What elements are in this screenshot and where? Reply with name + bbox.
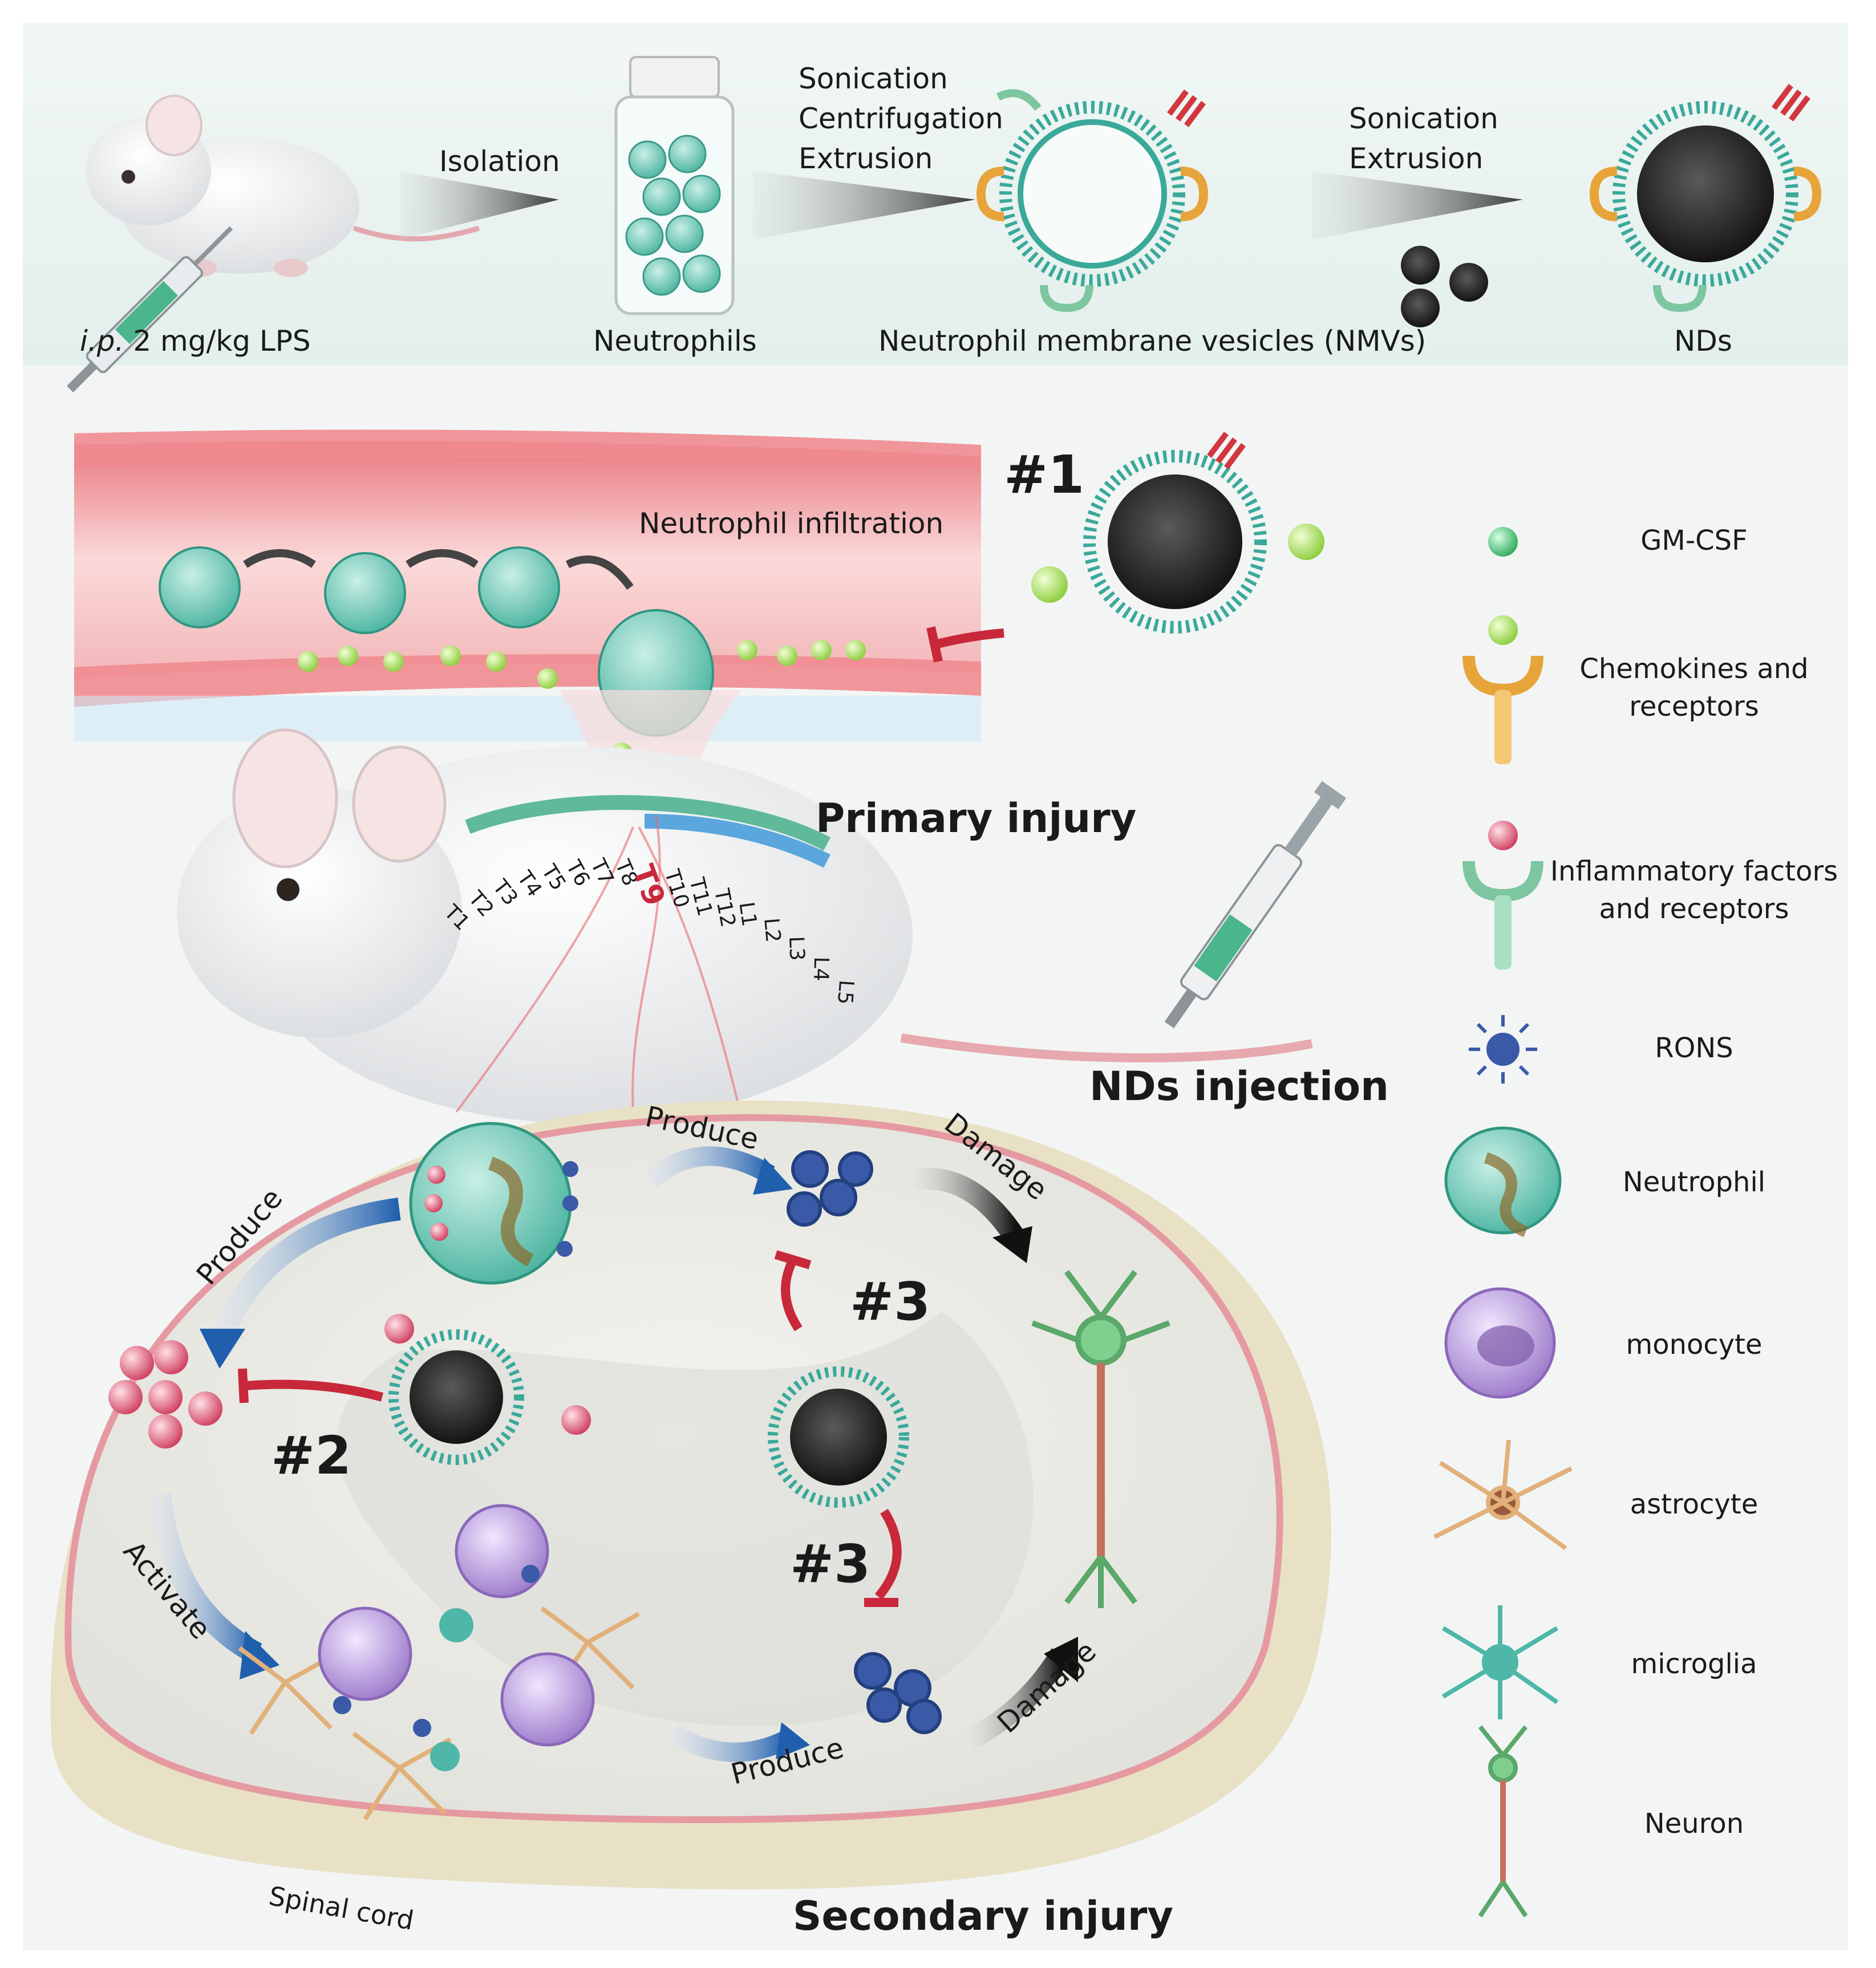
nd-in-vessel: [1031, 432, 1324, 634]
legend-icons: [1433, 527, 1573, 1918]
step3-line-2: Extrusion: [1349, 142, 1484, 175]
step3-line-1: Sonication: [1349, 102, 1498, 135]
inflammatory-receptor-icon: [1462, 821, 1543, 969]
isolation-label: Isolation: [439, 145, 560, 178]
nd-cord-center: [768, 1366, 909, 1508]
step2-line-1: Sonication: [799, 62, 948, 95]
inhibit-arrow-1: [934, 628, 1004, 649]
legend-neuron: Neuron: [1644, 1808, 1744, 1840]
donor-mouse: [86, 95, 480, 277]
neutrophil-icon: [1444, 1126, 1562, 1237]
secondary-injury-label: Secondary injury: [793, 1893, 1173, 1939]
injection-dose: 2 mg/kg LPS: [133, 324, 311, 358]
neuron-icon: [1478, 1725, 1528, 1918]
neutrophils-label: Neutrophils: [593, 324, 757, 358]
rons-icon: [1469, 1015, 1537, 1084]
legend-microglia: microglia: [1631, 1648, 1757, 1680]
mark-3a: #3: [850, 1271, 931, 1332]
primary-injury-label: Primary injury: [816, 795, 1137, 842]
nds-label: NDs: [1674, 324, 1732, 358]
legend-rons: RONS: [1655, 1032, 1733, 1064]
rolling-neutrophils: [159, 546, 714, 737]
vertebra-label: L1: [734, 900, 761, 928]
step2-line-3: Extrusion: [799, 142, 933, 175]
legend-monocyte: monocyte: [1626, 1329, 1762, 1361]
inhibit-bar-1: [926, 626, 943, 663]
damage-arrow-2: [965, 1648, 1071, 1749]
vertebra-label: L3: [784, 935, 809, 961]
produce-arrow-3: [668, 1725, 792, 1762]
coating-arrow: [1312, 171, 1523, 240]
glial-cluster: [238, 1504, 640, 1821]
produce-arrow-1: [643, 1146, 775, 1188]
nd-syringe: [1164, 781, 1347, 1029]
rons-cluster-2: [854, 1652, 942, 1734]
nmvs-label: Neutrophil membrane vesicles (NMVs): [878, 324, 1427, 358]
gm-csf-icon: [1488, 527, 1518, 557]
rolling-arrows: [243, 549, 634, 590]
inflammatory-factor-cluster: [108, 1314, 591, 1448]
cord-neutrophil: [409, 1122, 578, 1285]
legend-chemokines: Chemokines and receptors: [1579, 653, 1809, 723]
core-nanoparticles: [1401, 246, 1488, 327]
neutrophil-vial: [614, 56, 735, 315]
injection-route: i.p.: [80, 324, 124, 358]
legend-neutrophil: Neutrophil: [1622, 1166, 1766, 1198]
step2-line-2: Centrifugation: [799, 102, 1003, 135]
nmv-vesicle: [976, 89, 1209, 313]
nd-cord-left: [388, 1329, 524, 1465]
vertebra-label: L2: [759, 916, 785, 944]
inhibit-arrow-3a: [781, 1258, 803, 1332]
legend-astrocyte: astrocyte: [1630, 1488, 1759, 1520]
inhibit-arrow-2: [245, 1379, 384, 1402]
nd-nanodecoy: [1589, 84, 1822, 313]
activate-arrow: [148, 1493, 262, 1664]
cord-neuron: [1031, 1270, 1170, 1608]
legend-gm-csf: GM-CSF: [1640, 525, 1748, 557]
legend-inflammatory: Inflammatory factors and receptors: [1550, 855, 1838, 926]
microglia-icon: [1441, 1605, 1559, 1719]
isolation-arrow: [399, 171, 559, 240]
mark-2: #2: [271, 1425, 352, 1486]
vertebra-label: L5: [833, 979, 858, 1005]
vertebra-label: L4: [809, 956, 833, 982]
astrocyte-icon: [1433, 1439, 1573, 1551]
injured-mouse: [177, 728, 1313, 1123]
rons-cluster-1: [787, 1150, 873, 1227]
inhibit-arrow-3b: [874, 1508, 902, 1600]
mark-3b: #3: [790, 1533, 871, 1594]
monocyte-icon: [1444, 1287, 1556, 1399]
chemokine-receptor-icon: [1462, 615, 1543, 764]
damage-arrow-1: [910, 1168, 1024, 1244]
lps-syringe: [66, 226, 233, 393]
injection-label: i.p. 2 mg/kg LPS: [80, 324, 311, 358]
nd-injection-label: NDs injection: [1089, 1063, 1389, 1110]
infiltration-label: Neutrophil infiltration: [639, 507, 944, 540]
membrane-extraction-arrow: [753, 171, 975, 240]
produce-arrow-2: [212, 1198, 401, 1339]
mark-1: #1: [1004, 444, 1085, 505]
